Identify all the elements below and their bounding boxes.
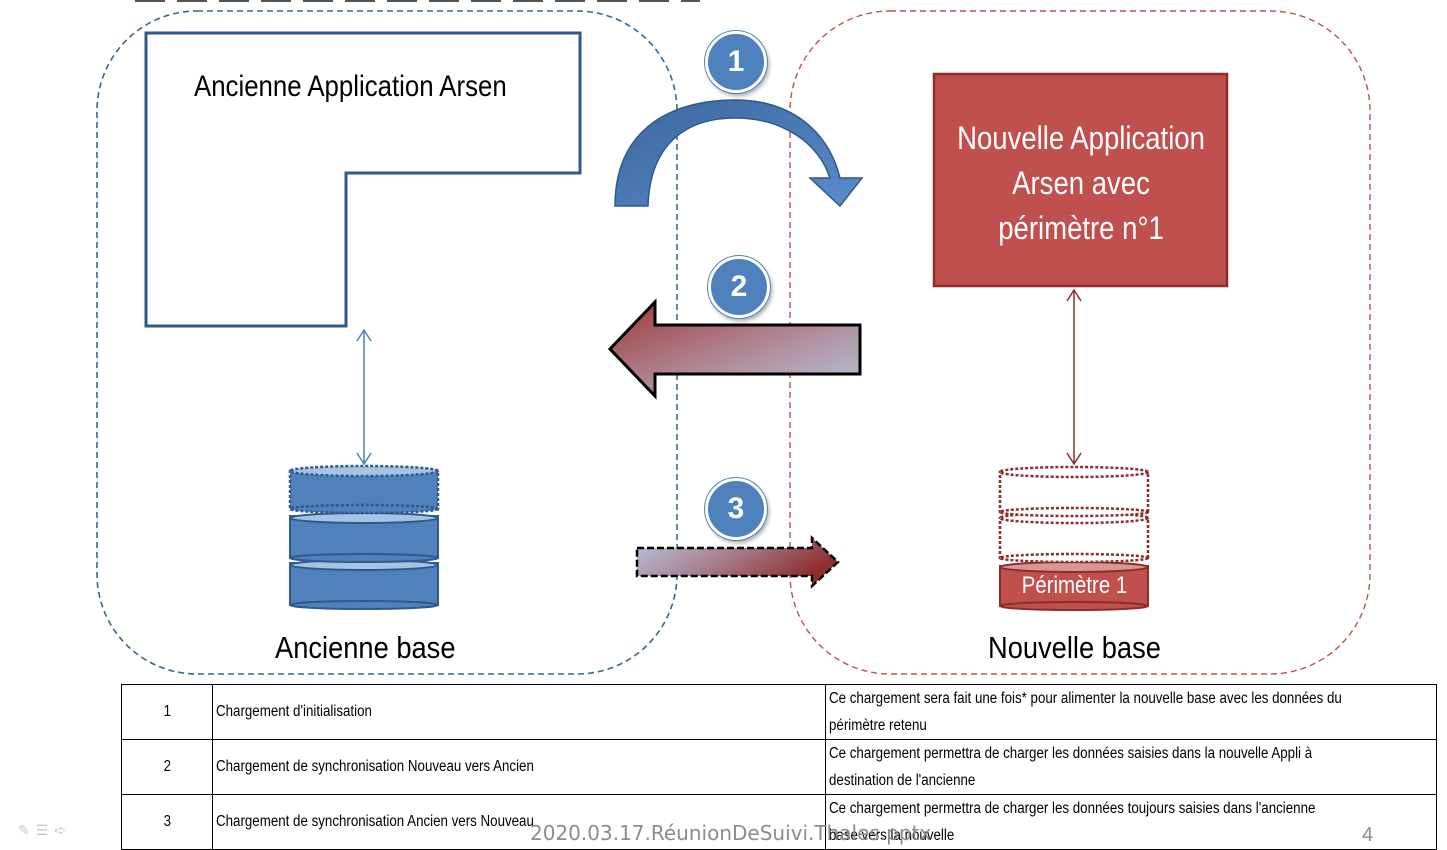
step-description-cell: Ce chargement sera fait une fois* pour a… [825,684,1437,740]
new-app-title-line: périmètre n°1 [998,210,1164,246]
old-base-label: Ancienne base [275,630,456,665]
new-app-title-line: Arsen avec [1012,165,1150,201]
steps-table: 1 Chargement d'initialisation Ce chargem… [121,684,1437,850]
slideshow-toolbar: ✎☰➪ [18,822,72,839]
table-row: 3 Chargement de synchronisation Ancien v… [121,794,1437,850]
old-app-base-connector [356,328,372,466]
table-row: 2 Chargement de synchronisation Nouveau … [121,739,1437,795]
step-3-badge: 3 [705,478,767,540]
new-base-stack [998,465,1150,611]
new-app-title-line: Nouvelle Application [957,120,1205,156]
step-description-cell: Ce chargement permettra de charger les d… [825,739,1437,795]
step-label-cell: Chargement de synchronisation Ancien ver… [212,794,826,850]
arrow-1-curved [614,99,864,208]
perimetre-segment-label: Périmètre 1 [1021,572,1128,599]
arrow-3-right [635,535,840,589]
step-description-cell: Ce chargement permettra de charger les d… [825,794,1437,850]
arrow-2-left [607,298,862,400]
step-number-cell: 1 [121,684,213,740]
step-2-badge: 2 [708,256,770,318]
new-app-box [932,72,1229,288]
next-icon[interactable]: ➪ [54,822,73,838]
step-number-cell: 3 [121,794,213,850]
new-app-base-connector [1066,288,1082,466]
step-number-cell: 2 [121,739,213,795]
table-row: 1 Chargement d'initialisation Ce chargem… [121,684,1437,740]
old-app-title: Ancienne Application Arsen [194,70,507,103]
footer-filename: 2020.03.17.RéunionDeSuivi.Thales.pptx [530,821,932,845]
pen-icon[interactable]: ✎ [18,822,36,838]
footer-page-number: 4 [1362,824,1374,846]
step-1-badge: 1 [705,31,767,93]
menu-icon[interactable]: ☰ [35,822,55,838]
step-label-cell: Chargement de synchronisation Nouveau ve… [212,739,826,795]
step-label-cell: Chargement d'initialisation [212,684,826,740]
old-base-stack [288,464,440,610]
old-zone-border [96,10,678,675]
old-app-shape [144,31,582,328]
new-base-label: Nouvelle base [988,630,1161,665]
new-app-title: Nouvelle Application Arsen avec périmètr… [955,116,1206,251]
